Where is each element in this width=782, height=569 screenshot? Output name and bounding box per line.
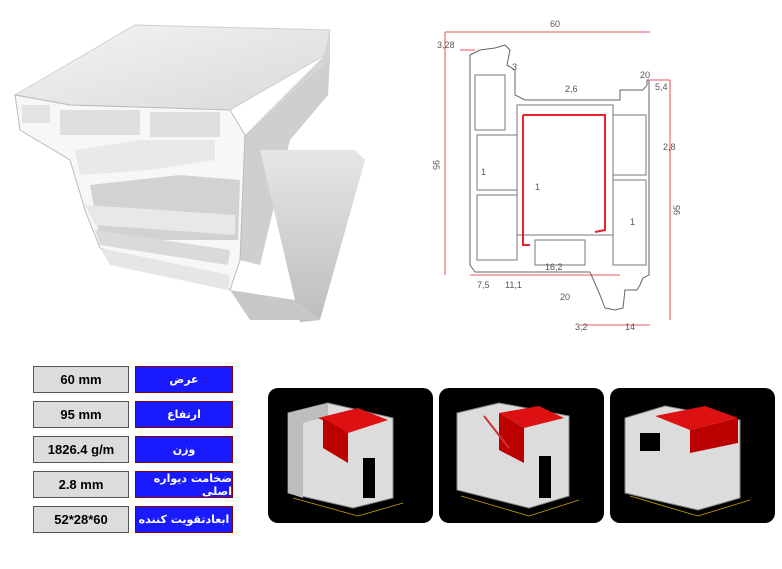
spec-value-width: 60 mm (33, 366, 129, 393)
spec-label-wall-thickness: ضخامت دیواره اصلی (135, 471, 233, 498)
render-panel-1 (268, 388, 433, 523)
dim-height-left: 95 (431, 160, 441, 170)
dim-111: 11,1 (505, 280, 522, 290)
spec-label-width: عرض (135, 366, 233, 393)
spec-value-weight: 1826.4 g/m (33, 436, 129, 463)
dim-1-c: 1 (630, 217, 635, 227)
dim-32: 3,2 (575, 322, 588, 332)
dim-26: 2,6 (565, 84, 578, 94)
spec-value-wall-thickness: 2.8 mm (33, 471, 129, 498)
profile-photo (13, 24, 365, 322)
dim-162: 16,2 (545, 262, 563, 272)
render-panel-2 (439, 388, 604, 523)
spec-label-height: ارتفاع (135, 401, 233, 428)
dim-14: 14 (625, 322, 635, 332)
dim-20-top: 20 (640, 70, 650, 80)
dim-54: 5,4 (655, 82, 668, 92)
dim-height-right: 95 (672, 205, 682, 215)
spec-value-reinforcement: 52*28*60 (33, 506, 129, 533)
dim-28: 2,8 (663, 142, 676, 152)
technical-drawing: 60 95 95 3,28 3 20 5,4 2,6 2,8 1 1 1 7,5… (431, 19, 682, 332)
dim-1-b: 1 (535, 182, 540, 192)
spec-label-reinforcement: ابعادتقویت کننده (135, 506, 233, 533)
render-panel-3 (610, 388, 775, 523)
dim-328: 3,28 (437, 40, 455, 50)
dim-75: 7,5 (477, 280, 490, 290)
dim-20-bottom: 20 (560, 292, 570, 302)
dim-3: 3 (512, 62, 517, 72)
spec-label-weight: وزن (135, 436, 233, 463)
dim-1-a: 1 (481, 167, 486, 177)
dim-width: 60 (550, 19, 560, 29)
spec-value-height: 95 mm (33, 401, 129, 428)
